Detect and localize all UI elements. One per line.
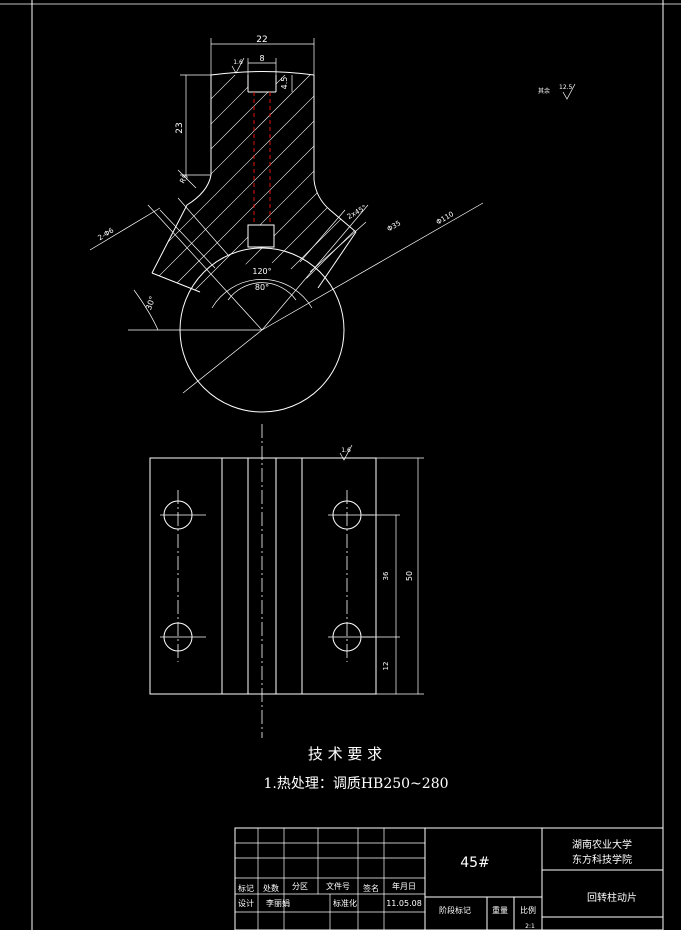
roughness-symbol-top [231,57,245,74]
tb-header-docno: 文件号 [326,881,350,891]
front-outline [149,457,377,695]
angle-80: 80° [255,283,269,292]
ray-diag [182,329,263,394]
ray-right [261,204,369,331]
tb-school-2: 东方科技学院 [572,853,632,866]
tb-material: 45# [460,855,490,871]
dim-r5: R5 [178,173,190,185]
center-slot [248,225,274,247]
roughness-bottom-value: 1.6 [341,447,351,454]
dim-23: 23 [175,122,185,133]
dim-45: 4.5 [280,77,289,90]
ray-left [147,204,263,331]
tb-design-label: 设计 [238,898,254,908]
dim-12: 12 [382,662,390,671]
body-left-fillet [151,174,212,274]
arc-80 [227,282,297,301]
roughness-rest-value: 12.5 [559,84,573,91]
tb-stage-label: 阶段标记 [439,905,471,915]
tb-design-date: 11.05.08 [386,899,422,908]
right-hole-line [299,209,346,263]
tb-scale-value: 2:1 [525,923,535,930]
dim-d35: Φ35 [386,219,402,233]
right-cut [317,231,357,289]
dim-22: 22 [256,35,267,45]
dim-50: 50 [405,571,414,581]
dim-36: 36 [382,571,390,580]
leader-holes [89,207,161,251]
top-slot [248,72,276,92]
roughness-top-value: 1.6 [233,59,243,66]
top-arc-edge [210,71,315,76]
tb-header-mark: 标记 [238,883,254,893]
angle-30-arc [133,289,159,331]
slot-rect [247,224,275,248]
angle-120: 120° [252,267,271,276]
tb-part-name: 回转柱动片 [587,891,637,904]
roughness-symbol-rest [562,83,576,100]
title-block [234,827,664,930]
left-hole-line-2 [177,197,229,256]
section-hatch [152,75,356,292]
right-hole-line-2 [309,221,367,273]
tb-header-zone: 分区 [292,882,308,891]
ray-long [261,202,484,331]
tb-header-date: 年月日 [392,881,416,891]
tb-standard-label: 标准化 [333,898,357,908]
dim-d110: Φ110 [435,210,455,226]
angle-30: 30° [144,295,157,311]
tech-req-item-1: 1.热处理：调质HB250~280 [263,776,448,792]
leader-r5 [177,169,197,189]
left-hole-line-1 [159,209,216,269]
left-cut [151,272,201,293]
tech-req-title: 技 术 要 求 [308,745,382,763]
roughness-rest-label: 其余 [538,87,550,95]
dim-8: 8 [259,54,264,63]
body-right-fillet [313,179,357,233]
tb-scale-label: 比例 [520,905,536,915]
tb-weight-label: 重量 [492,905,508,915]
tb-school-1: 湖南农业大学 [572,838,632,851]
dim-holes: 2-Φ6 [97,226,116,242]
tb-header-sign: 签名 [363,883,379,893]
tb-header-count: 处数 [263,883,279,893]
roughness-symbol-bottom [339,444,353,461]
arc-120 [211,279,313,309]
tb-designer: 李丽娟 [266,898,290,908]
